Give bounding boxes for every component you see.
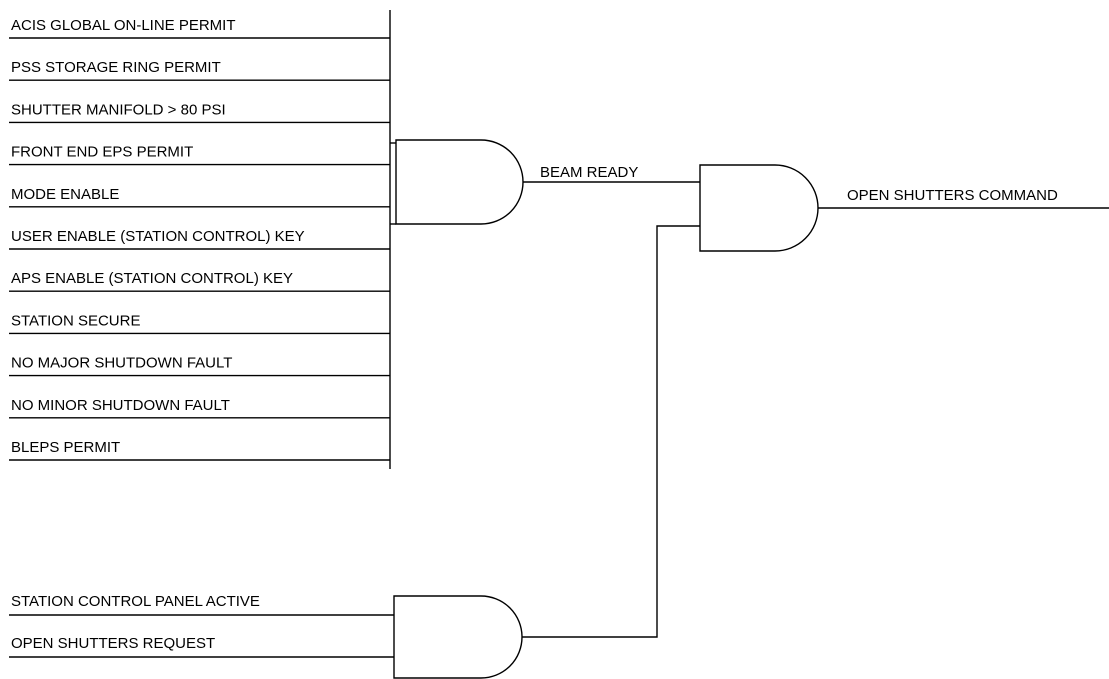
permit-input-label: FRONT END EPS PERMIT (11, 144, 193, 161)
permit-input-label: ACIS GLOBAL ON-LINE PERMIT (11, 17, 236, 34)
permit-inputs-group: ACIS GLOBAL ON-LINE PERMIT PSS STORAGE RI… (9, 17, 390, 461)
permit-input-label: SHUTTER MANIFOLD > 80 PSI (11, 101, 226, 118)
output-signal-label: OPEN SHUTTERS COMMAND (847, 187, 1058, 204)
permit-input-label: BLEPS PERMIT (11, 439, 120, 456)
permit-input-label: PSS STORAGE RING PERMIT (11, 59, 221, 76)
panel-request-to-output-gate-wire (522, 225, 700, 638)
permit-input-label: STATION SECURE (11, 312, 140, 329)
and-gate-output (699, 164, 819, 252)
panel-input-label: OPEN SHUTTERS REQUEST (11, 635, 215, 652)
and-gate-panel-request (393, 595, 523, 679)
panel-input-label: STATION CONTROL PANEL ACTIVE (11, 593, 260, 610)
and-gate-permits (395, 139, 524, 225)
permit-input-label: NO MINOR SHUTDOWN FAULT (11, 397, 230, 414)
permit-input-label: MODE ENABLE (11, 186, 119, 203)
permit-input-label: NO MAJOR SHUTDOWN FAULT (11, 355, 232, 372)
panel-inputs-group: STATION CONTROL PANEL ACTIVE OPEN SHUTTER… (9, 593, 394, 658)
permit-input-label: USER ENABLE (STATION CONTROL) KEY (11, 228, 305, 245)
beam-ready-label: BEAM READY (540, 164, 638, 181)
permit-input-label: APS ENABLE (STATION CONTROL) KEY (11, 270, 293, 287)
